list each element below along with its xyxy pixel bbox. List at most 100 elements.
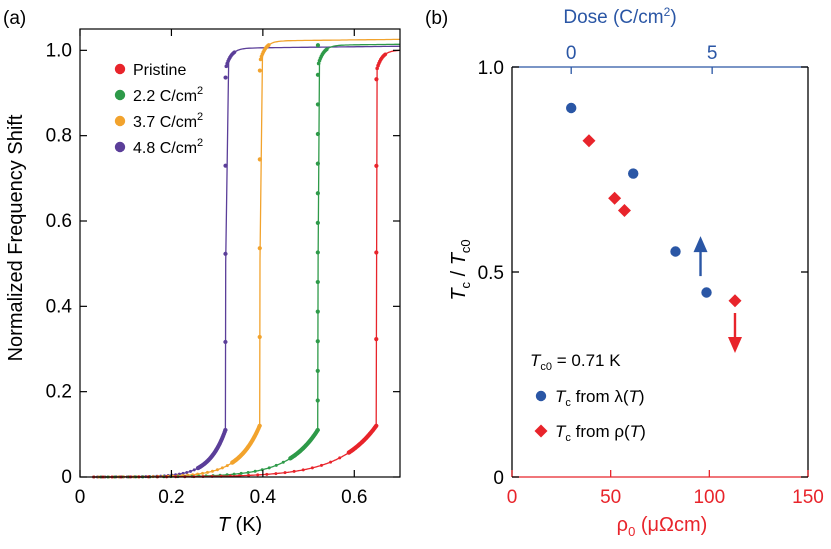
series-point (215, 468, 219, 472)
legend-marker-rho (534, 424, 548, 438)
legend-marker (114, 141, 126, 153)
a-ytick-label: 0.6 (46, 211, 72, 232)
series-point (301, 468, 305, 472)
b-bottom-tick-label: 0 (507, 487, 518, 508)
rho-point (608, 191, 622, 205)
series-point (205, 470, 209, 474)
a-ytick-label: 0.4 (46, 296, 73, 317)
series-point (201, 471, 205, 475)
series-point (315, 72, 321, 77)
series-point (188, 469, 192, 473)
series-point (274, 463, 278, 467)
series-point (316, 61, 321, 66)
rho-point (728, 294, 742, 308)
panel-b-top-xlabel: Dose (C/cm2) (563, 5, 676, 28)
b-ytick-label: 0 (493, 468, 504, 489)
series-point (232, 50, 237, 54)
series-point (265, 472, 269, 476)
series-point (315, 279, 320, 285)
legend-label: 3.7 C/cm2 (133, 111, 203, 131)
rho-point (617, 204, 631, 217)
series-point (257, 246, 262, 251)
a-ytick-label: 0.2 (46, 382, 72, 403)
b-top-tick-label: 0 (566, 43, 577, 64)
series-point (232, 472, 236, 476)
series-point (315, 309, 320, 314)
tc0-annotation: Tc0 = 0.71 K (530, 351, 621, 373)
series-point (374, 423, 379, 428)
series-point (315, 339, 320, 344)
panel-a-chart: (a) Normalized Frequency Shift 0 0.2 0.4 0.… (3, 8, 401, 536)
series-point (224, 64, 229, 69)
a-ytick-label: 0 (61, 467, 72, 488)
legend-marker-lambda (535, 390, 547, 402)
lambda-point (628, 168, 639, 179)
panel-b-legend: Tc0 = 0.71 K Tc from λ(T) Tc from ρ(T) (530, 351, 646, 444)
series-point (281, 460, 285, 464)
series-point (256, 473, 260, 477)
series-point (246, 470, 250, 474)
series-point (315, 43, 321, 48)
series-point (288, 456, 292, 460)
lambda-point (566, 102, 577, 114)
series-point (257, 334, 262, 340)
series-line (93, 45, 401, 478)
red-arrow-head (727, 337, 742, 353)
series-point (315, 191, 320, 196)
series-point (223, 339, 228, 345)
series-point (247, 473, 251, 477)
b-ytick-label: 0.5 (478, 263, 504, 284)
series-point (374, 77, 379, 82)
series-point (283, 471, 287, 475)
legend-marker (114, 63, 126, 75)
series-point (383, 52, 388, 57)
series-point (315, 250, 320, 255)
series-point (196, 466, 200, 470)
series-point (185, 470, 189, 474)
series-point (210, 469, 214, 473)
b-bottom-tick-label: 150 (792, 487, 824, 508)
legend-label: 4.8 C/cm2 (133, 137, 203, 157)
rho-point (582, 134, 596, 148)
series-line (93, 38, 401, 478)
lambda-point (701, 287, 712, 298)
a-ytick-label: 1.0 (46, 40, 72, 61)
panel-a-xlabel: T (K) (218, 514, 262, 536)
series-point (325, 47, 329, 51)
series-point (315, 131, 320, 137)
legend-marker (114, 115, 126, 127)
series-point (223, 75, 228, 80)
series-point (374, 163, 379, 168)
series-point (230, 461, 234, 465)
legend-label-rho: Tc from ρ(T) (555, 422, 646, 444)
legend-label-lambda: Tc from λ(T) (555, 387, 645, 409)
panel-a-ylabel: Normalized Frequency Shift (5, 114, 27, 361)
series-point (257, 157, 262, 162)
series-line (93, 43, 401, 478)
a-xtick-label: 0.2 (158, 487, 184, 508)
series-point (315, 368, 320, 373)
panel-a-label: (a) (3, 8, 26, 29)
series-point (225, 464, 229, 468)
series-point (267, 466, 271, 470)
series-point (315, 427, 320, 433)
series-point (220, 466, 224, 470)
series-point (258, 57, 263, 62)
series-point (329, 460, 333, 464)
a-xtick-label: 0 (75, 487, 86, 508)
series-point (223, 163, 228, 168)
a-ytick-label: 0.8 (46, 126, 72, 147)
series-point (292, 469, 296, 473)
legend-label: Pristine (133, 62, 186, 79)
panel-b-bottom-xlabel: ρ0 (μΩcm) (617, 514, 708, 539)
panel-a-plot-frame (79, 28, 401, 478)
legend-label: 2.2 C/cm2 (133, 85, 203, 105)
series-point (257, 423, 262, 428)
series-point (375, 66, 379, 71)
lambda-point (670, 246, 681, 257)
a-xtick-label: 0.6 (341, 487, 367, 508)
a-xtick-label: 0.4 (250, 487, 277, 508)
b-top-tick-label: 5 (707, 43, 718, 64)
